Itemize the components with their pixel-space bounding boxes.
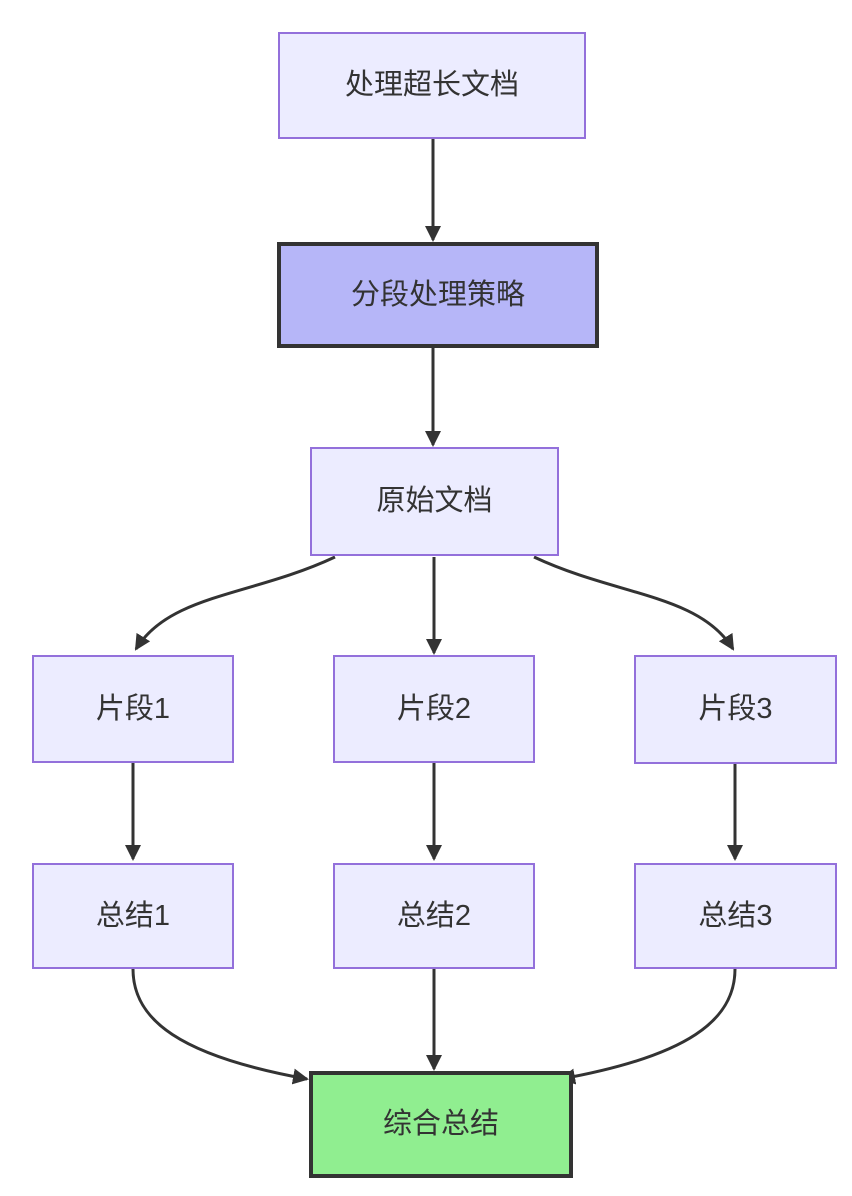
node-process-long-document: 处理超长文档 — [278, 32, 586, 139]
edge-summary1-to-final — [131, 968, 309, 1085]
node-final-summary: 综合总结 — [309, 1071, 573, 1178]
node-fragment-3: 片段3 — [634, 655, 837, 764]
node-label: 片段2 — [396, 692, 472, 725]
node-original-document: 原始文档 — [310, 447, 559, 556]
node-fragment-2: 片段2 — [333, 655, 535, 763]
node-label: 分段处理策略 — [350, 278, 525, 311]
node-label: 原始文档 — [376, 485, 493, 518]
node-summary-3: 总结3 — [634, 863, 837, 969]
edge-original-to-fragment3 — [533, 555, 735, 651]
node-label: 片段1 — [95, 692, 171, 725]
node-label: 总结1 — [95, 899, 171, 932]
node-label: 综合总结 — [382, 1108, 499, 1141]
node-summary-1: 总结1 — [32, 863, 234, 969]
node-label: 片段3 — [698, 693, 773, 726]
node-summary-2: 总结2 — [333, 863, 535, 969]
node-fragment-1: 片段1 — [32, 655, 234, 763]
node-segmentation-strategy: 分段处理策略 — [277, 242, 599, 348]
node-label: 总结3 — [698, 899, 773, 932]
node-label: 总结2 — [396, 899, 472, 932]
edge-summary3-to-final — [559, 968, 737, 1085]
node-label: 处理超长文档 — [344, 69, 519, 102]
edge-original-to-fragment1 — [134, 555, 336, 651]
